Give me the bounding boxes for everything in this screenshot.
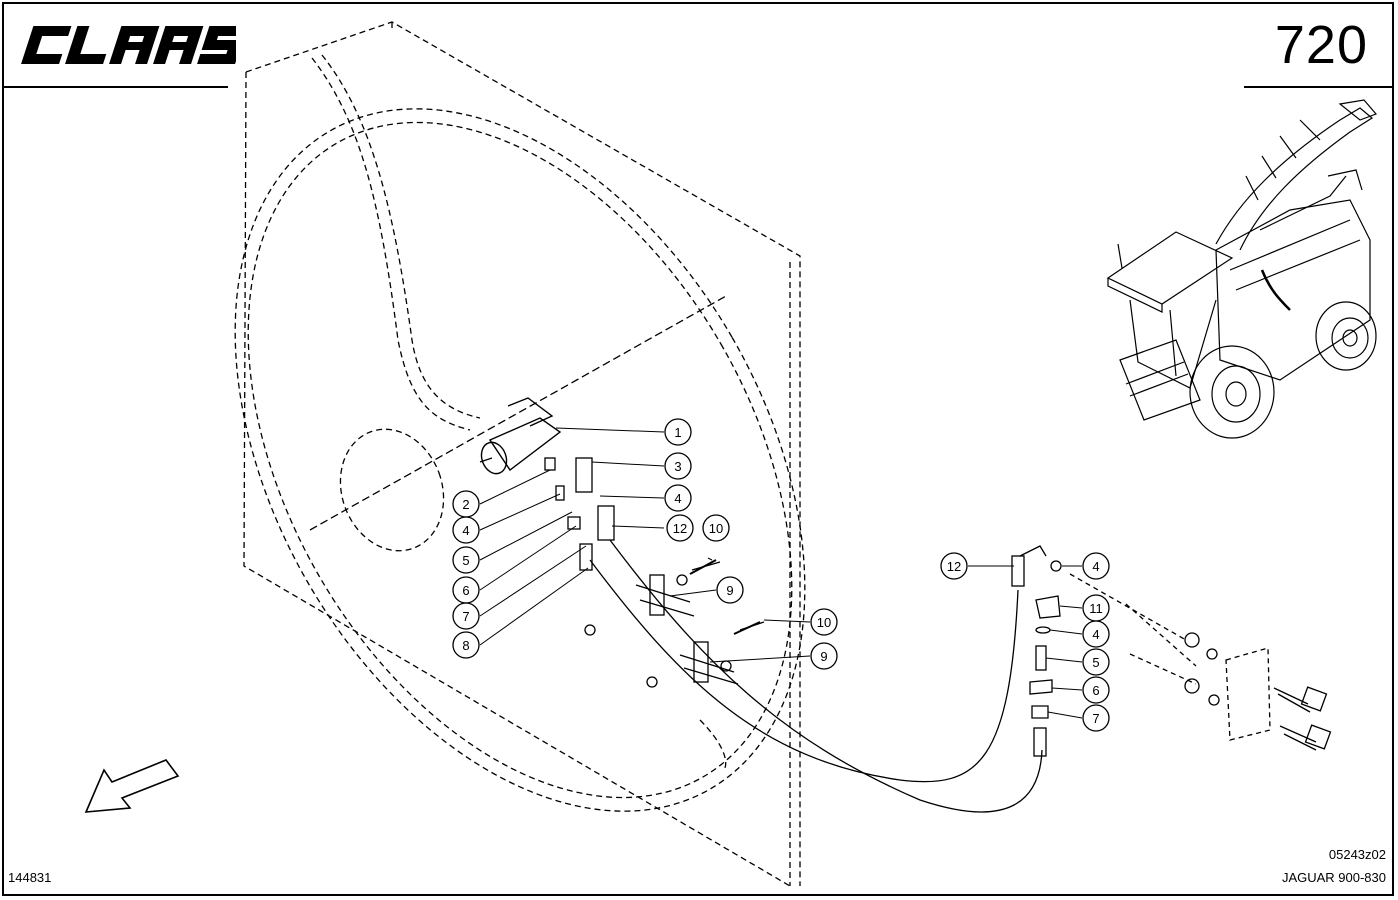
svg-text:1: 1	[674, 425, 681, 440]
image-code: 05243z02	[1328, 847, 1386, 862]
leader-lines	[479, 427, 1083, 719]
svg-text:6: 6	[462, 583, 469, 598]
callout-7: 7	[452, 602, 480, 630]
document-id: 144831	[8, 870, 52, 885]
motor-part	[479, 397, 562, 475]
callout-2: 2	[452, 490, 480, 518]
svg-text:9: 9	[820, 649, 827, 664]
callout-7: 7	[1082, 704, 1110, 732]
model-name: JAGUAR 900-830	[1281, 870, 1386, 885]
callout-12: 12	[666, 514, 694, 542]
svg-text:11: 11	[1089, 601, 1103, 616]
svg-text:2: 2	[462, 497, 469, 512]
center-axis	[309, 295, 727, 531]
callout-8: 8	[452, 631, 480, 659]
callout-10: 10	[702, 514, 730, 542]
callout-4: 4	[664, 484, 692, 512]
bracket-hardware	[1184, 632, 1332, 751]
callout-4: 4	[1082, 620, 1110, 648]
svg-text:6: 6	[1092, 683, 1099, 698]
callout-4: 4	[1082, 552, 1110, 580]
callout-5: 5	[1082, 648, 1110, 676]
svg-text:4: 4	[674, 491, 681, 506]
callout-5: 5	[452, 546, 480, 574]
callout-9: 9	[716, 576, 744, 604]
svg-text:10: 10	[709, 521, 723, 536]
claas-logo	[21, 26, 236, 64]
svg-text:7: 7	[1092, 711, 1099, 726]
fittings-right	[1011, 545, 1062, 757]
svg-text:9: 9	[726, 583, 733, 598]
hub-outline	[339, 428, 445, 552]
hose-line-b	[609, 539, 1043, 813]
callout-9: 9	[810, 642, 838, 670]
hose-line-a	[589, 559, 1019, 783]
svg-text:4: 4	[462, 523, 469, 538]
callout-6: 6	[452, 576, 480, 604]
callouts: 1 3 4 12 10 2 4 5 6 7 8 9 10 9 12 4 11 4…	[452, 418, 1110, 732]
svg-text:10: 10	[817, 615, 831, 630]
forage-harvester-illustration	[1106, 99, 1378, 439]
callout-4: 4	[452, 516, 480, 544]
svg-text:5: 5	[462, 553, 469, 568]
page-number: 720	[1274, 15, 1368, 75]
callout-3: 3	[664, 452, 692, 480]
svg-text:12: 12	[947, 559, 961, 574]
svg-text:5: 5	[1092, 655, 1099, 670]
fan-wheel-outline	[234, 108, 806, 812]
direction-arrow-icon	[84, 759, 180, 813]
svg-text:3: 3	[674, 459, 681, 474]
callout-1: 1	[664, 418, 692, 446]
svg-text:12: 12	[673, 521, 687, 536]
callout-12: 12	[940, 552, 968, 580]
svg-text:8: 8	[462, 638, 469, 653]
housing-panel	[243, 21, 801, 887]
mounting-bracket	[1069, 573, 1271, 741]
callout-10: 10	[810, 608, 838, 636]
svg-text:4: 4	[1092, 559, 1099, 574]
fittings-left	[544, 457, 615, 571]
spoke-arm	[311, 57, 471, 431]
header-rule-left	[4, 86, 228, 88]
svg-text:4: 4	[1092, 627, 1099, 642]
callout-11: 11	[1082, 594, 1110, 622]
callout-6: 6	[1082, 676, 1110, 704]
header-rule-right	[1244, 86, 1394, 88]
svg-text:7: 7	[462, 609, 469, 624]
